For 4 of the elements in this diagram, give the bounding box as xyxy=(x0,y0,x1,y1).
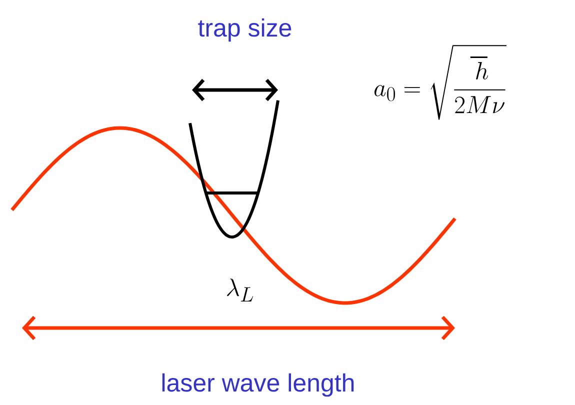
formula: $\lambda_L$ xyxy=(227,278,254,302)
label: laser wave length xyxy=(162,373,354,397)
formula: $a_0 = \sqrt{\frac{\hbar}{2M\nu}}$ xyxy=(374,45,506,120)
label: trap size xyxy=(198,18,292,42)
